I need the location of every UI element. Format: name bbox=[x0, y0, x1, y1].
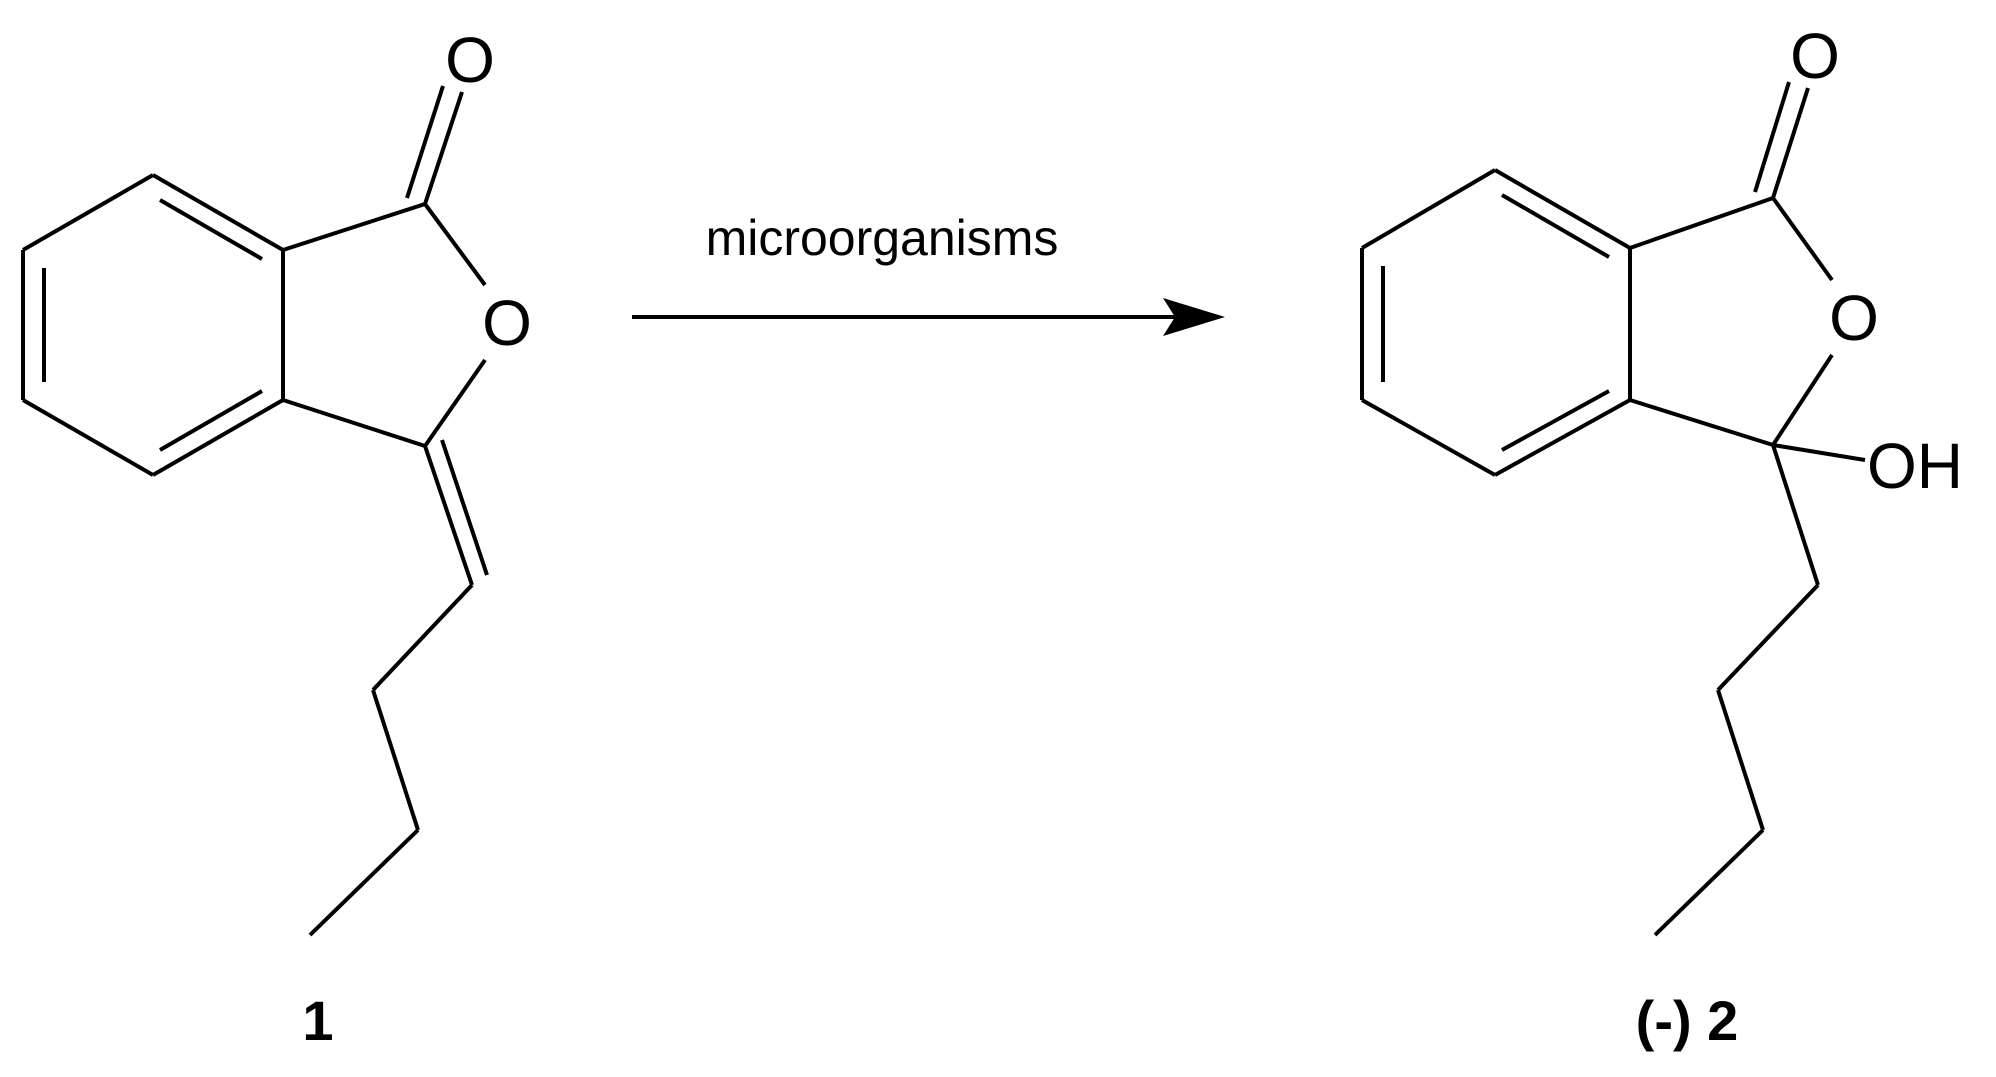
reaction-arrow bbox=[632, 298, 1225, 336]
product-hydroxyl-bond bbox=[1772, 443, 1866, 462]
product-ring-oxygen: O bbox=[1829, 282, 1879, 354]
product-structure: O O OH bbox=[1360, 20, 1963, 937]
product-hydroxyl-group: OH bbox=[1867, 430, 1963, 502]
reactant-compound-label: 1 bbox=[302, 989, 333, 1052]
reactant-lactone-ring bbox=[282, 202, 487, 448]
product-lactone-ring bbox=[1629, 196, 1834, 447]
product-compound-label: (-) 2 bbox=[1636, 989, 1739, 1052]
product-carbonyl-oxygen: O bbox=[1790, 20, 1840, 92]
reactant-structure: O O bbox=[21, 24, 532, 937]
reagent-label: microorganisms bbox=[706, 210, 1059, 266]
reactant-carbonyl-oxygen: O bbox=[445, 24, 495, 96]
product-butyl-chain bbox=[1653, 444, 1820, 937]
product-benzene-ring bbox=[1360, 168, 1632, 477]
reactant-benzene-ring bbox=[21, 173, 285, 477]
reactant-ring-oxygen: O bbox=[482, 287, 532, 359]
reactant-carbonyl-bond bbox=[405, 85, 464, 205]
arrow-head bbox=[1163, 298, 1225, 336]
reactant-butylidene-chain bbox=[308, 439, 489, 937]
product-carbonyl-bond bbox=[1753, 81, 1810, 199]
